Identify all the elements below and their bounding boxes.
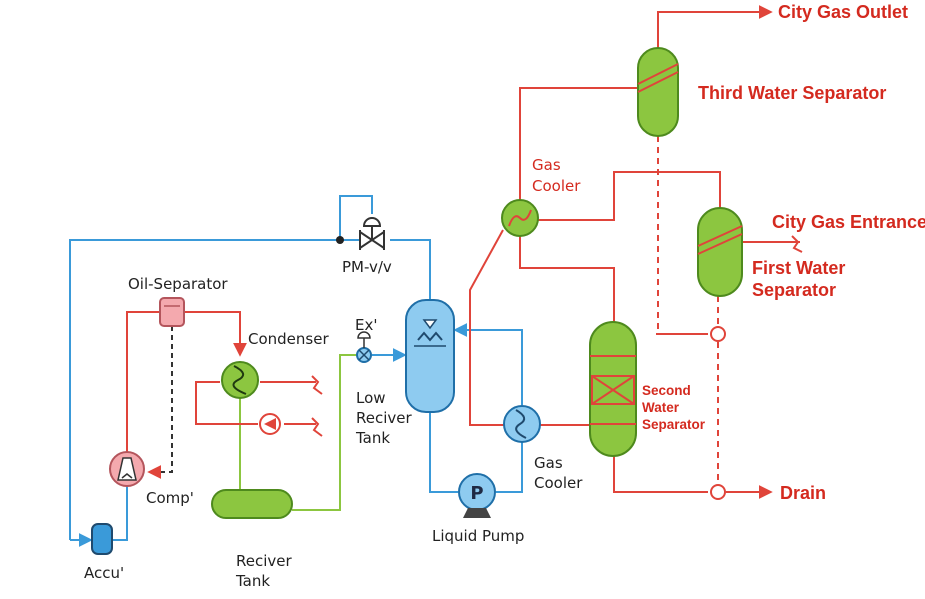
oil-return-line — [147, 326, 173, 479]
label-gas-cooler-top-line1: Gas — [532, 156, 561, 174]
pump-symbol: P — [470, 483, 483, 504]
compressor-loop-lines — [126, 311, 316, 452]
label-city-gas-outlet: City Gas Outlet — [778, 2, 908, 22]
receiver-tank — [211, 489, 293, 519]
compressor — [109, 451, 145, 487]
label-ex: Ex' — [355, 316, 377, 334]
label-second-water-separator-line2: Water — [642, 400, 680, 415]
label-gas-cooler-top-line2: Cooler — [532, 177, 581, 195]
label-city-gas-entrance: City Gas Entrance — [772, 212, 925, 232]
city-gas-lines — [469, 5, 800, 499]
label-low-receiver-line1: Low — [356, 389, 386, 407]
first-water-separator — [697, 207, 743, 297]
label-accu: Accu' — [84, 564, 124, 582]
label-first-water-separator-line2: Separator — [752, 280, 836, 300]
label-low-receiver-line3: Tank — [355, 429, 390, 447]
drain-dashed-lines — [657, 136, 719, 484]
label-drain: Drain — [780, 483, 826, 503]
entrance-mark — [791, 235, 803, 253]
label-receiver-tank-line2: Tank — [235, 572, 270, 590]
label-low-receiver-line2: Reciver — [356, 409, 412, 427]
heat-rejection-marks — [311, 375, 323, 437]
label-third-water-separator: Third Water Separator — [698, 83, 886, 103]
gas-cooler-bottom — [503, 405, 541, 443]
gas-cooler-top — [501, 199, 539, 237]
low-receiver-tank — [405, 299, 455, 413]
refrigerant-lines — [69, 195, 523, 547]
second-water-separator — [589, 321, 637, 457]
drain-valve-node-upper — [710, 326, 726, 342]
label-oil-separator: Oil-Separator — [128, 275, 228, 293]
label-liquid-pump: Liquid Pump — [432, 527, 524, 545]
label-comp: Comp' — [146, 489, 194, 507]
label-gas-cooler-bottom-line1: Gas — [534, 454, 563, 472]
condenser — [221, 361, 259, 399]
cooling-pump — [259, 413, 281, 435]
third-water-separator — [637, 47, 679, 137]
pm-valve — [336, 217, 385, 250]
label-second-water-separator-line3: Separator — [642, 417, 706, 432]
liquid-lines — [239, 354, 360, 511]
label-second-water-separator-line1: Second — [642, 383, 691, 398]
label-receiver-tank-line1: Reciver — [236, 552, 292, 570]
label-first-water-separator-line1: First Water — [752, 258, 845, 278]
label-pm-vv: PM-v/v — [342, 258, 392, 276]
oil-separator — [159, 297, 185, 327]
liquid-pump: P — [458, 473, 496, 518]
accumulator — [91, 523, 113, 555]
expansion-valve — [356, 331, 372, 363]
label-condenser: Condenser — [248, 330, 329, 348]
label-gas-cooler-bottom-line2: Cooler — [534, 474, 583, 492]
drain-valve-node-lower — [710, 484, 726, 500]
